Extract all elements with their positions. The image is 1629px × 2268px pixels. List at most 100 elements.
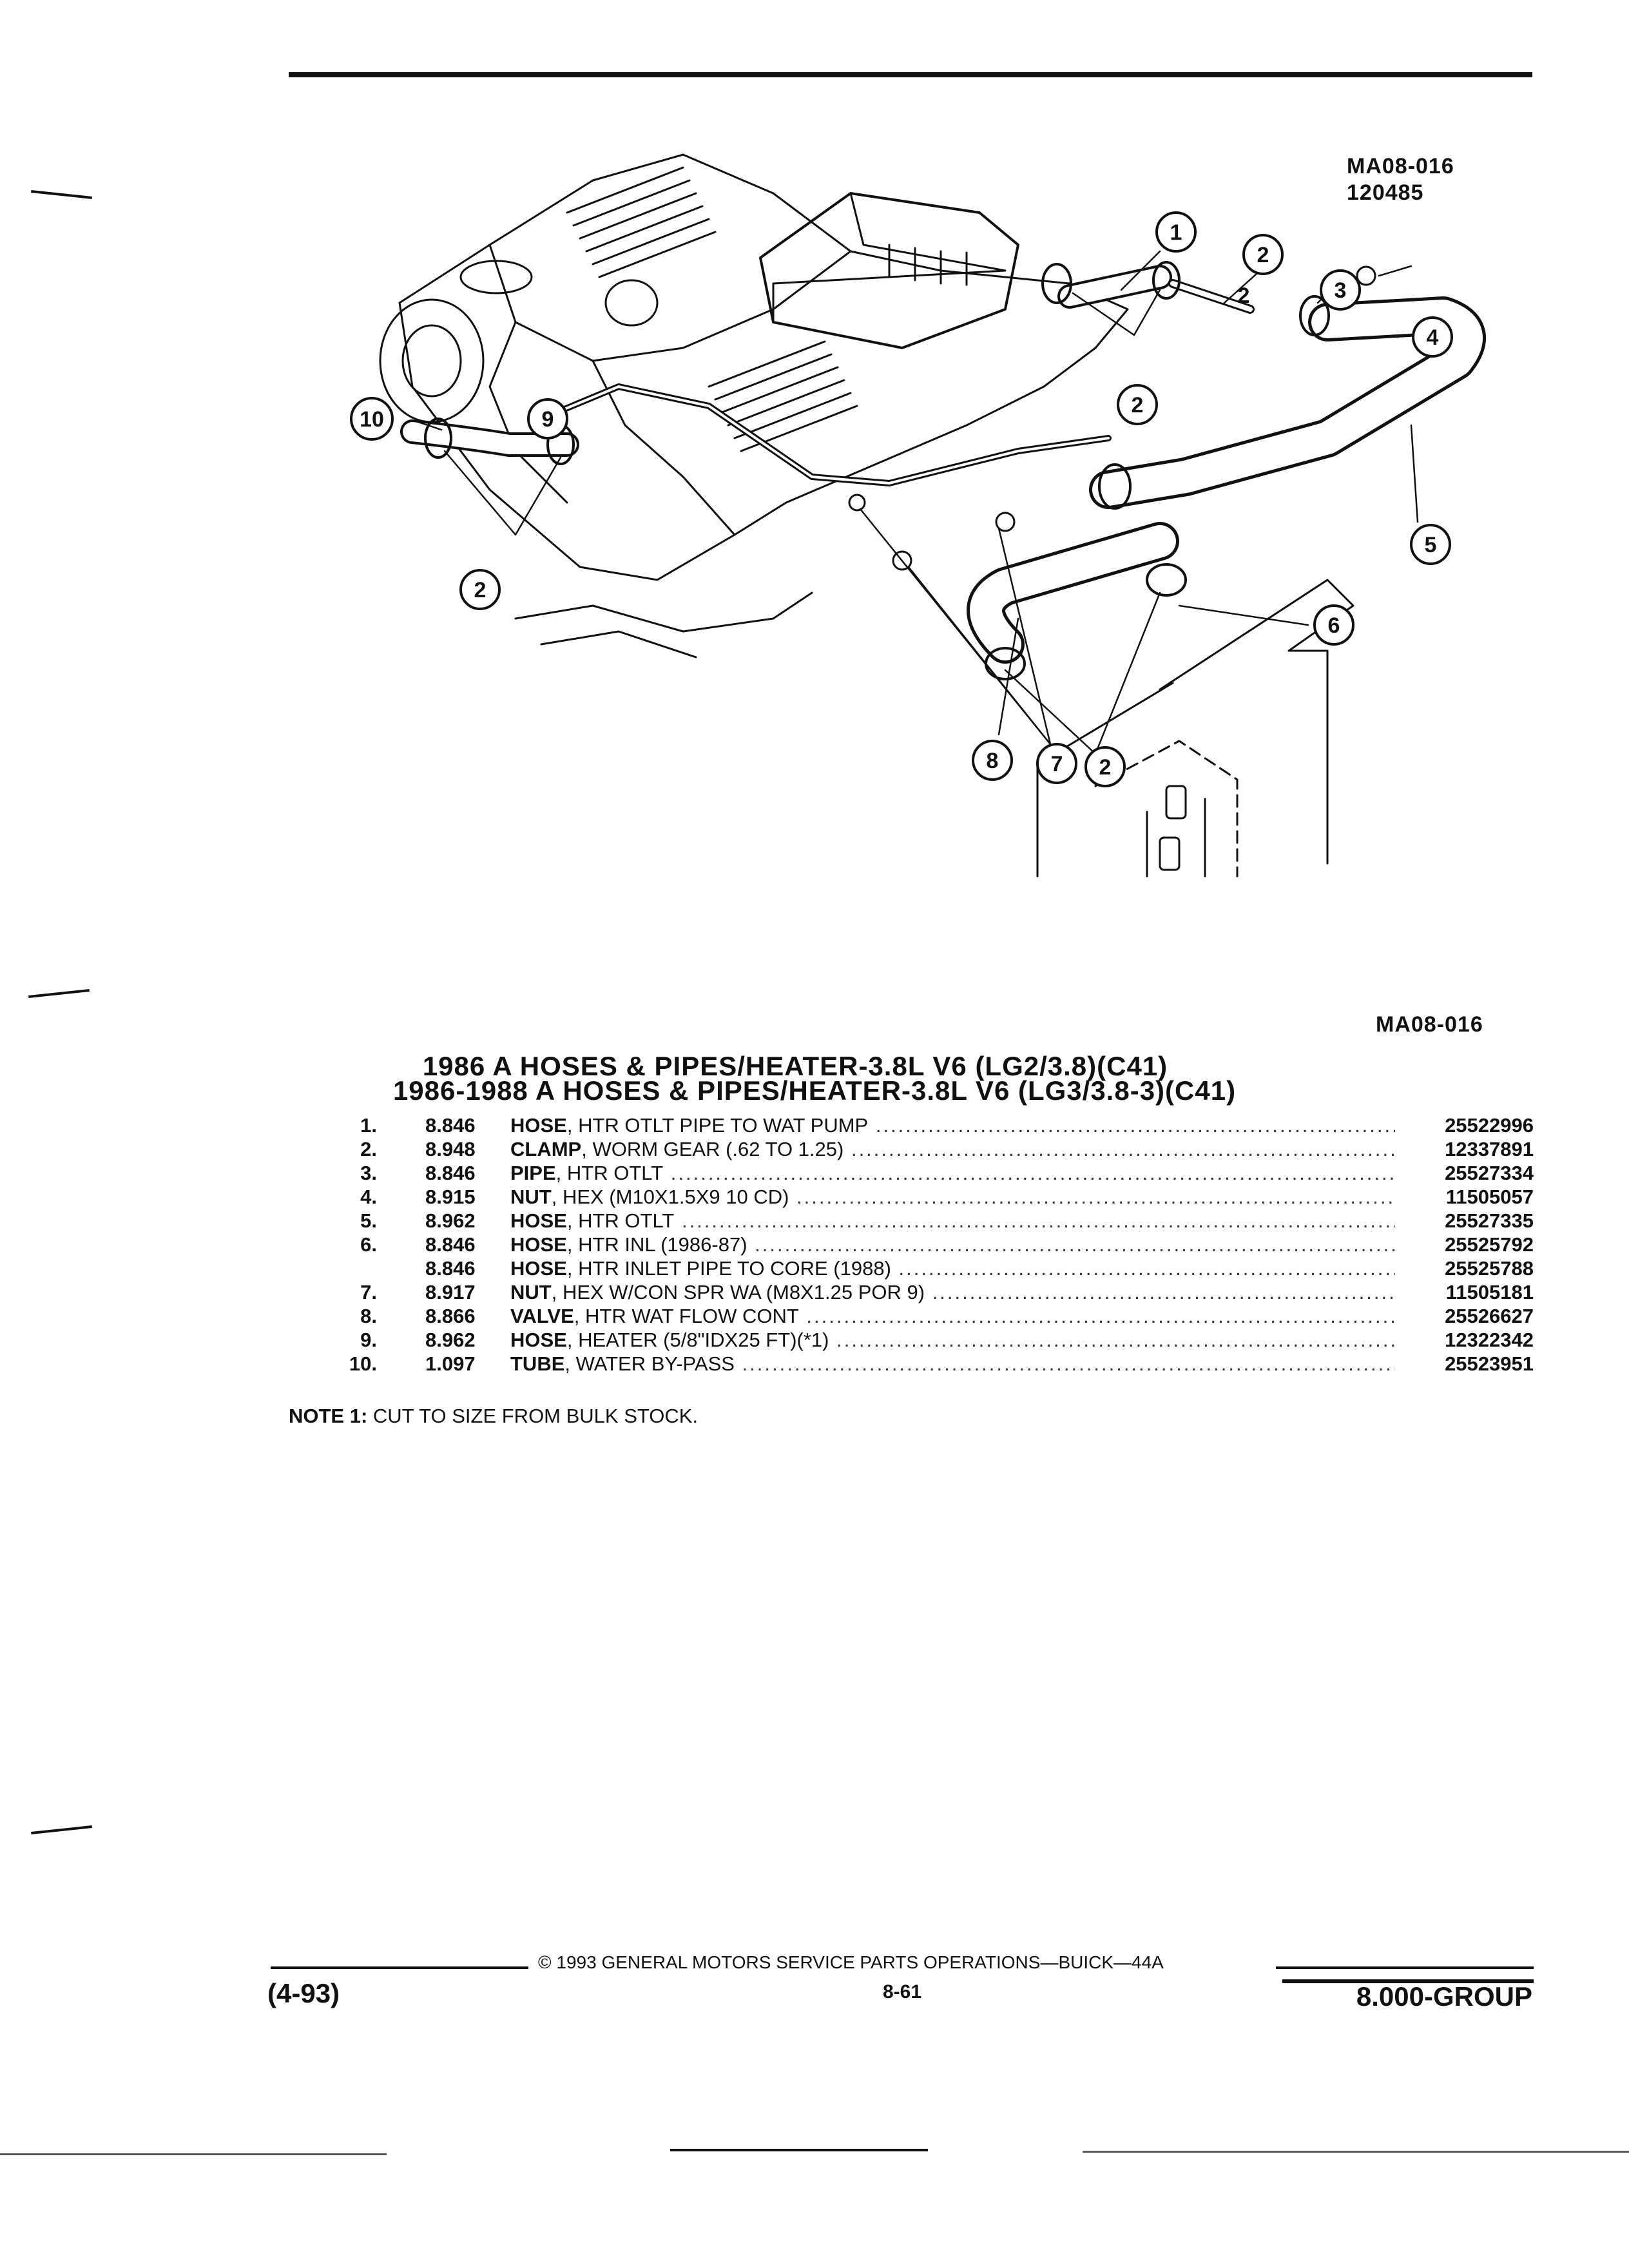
parts-row: 9. 8.962 HOSE, HEATER (5/8"IDX25 FT)(*1) .… xyxy=(309,1328,1534,1352)
part-description: HOSE, HEATER (5/8"IDX25 FT)(*1) ........… xyxy=(510,1328,1534,1352)
svg-text:8: 8 xyxy=(987,749,999,773)
part-detail: , WATER BY-PASS xyxy=(564,1352,735,1375)
scan-rule xyxy=(670,2149,928,2151)
section-title-2: 1986-1988 A HOSES & PIPES/HEATER-3.8L V6… xyxy=(392,1075,1237,1106)
part-name: NUT xyxy=(510,1186,552,1208)
part-name: VALVE xyxy=(510,1305,574,1327)
svg-text:2: 2 xyxy=(1132,393,1144,418)
section-title-1: 1986 A HOSES & PIPES/HEATER-3.8L V6 (LG2… xyxy=(422,1051,1168,1081)
top-rule xyxy=(289,72,1532,77)
part-name: PIPE xyxy=(510,1162,556,1184)
figure-date-code: 120485 xyxy=(1347,180,1424,205)
svg-text:1: 1 xyxy=(1170,220,1182,245)
nuts xyxy=(848,265,1376,571)
svg-text:2: 2 xyxy=(1238,284,1250,308)
group-number: 1.097 xyxy=(425,1352,476,1375)
part-description: HOSE, HTR OTLT PIPE TO WAT PUMP ........… xyxy=(510,1113,1534,1137)
part-detail: , HTR OTLT xyxy=(555,1162,664,1184)
svg-text:9: 9 xyxy=(542,407,554,432)
figure-code-top: MA08-016 120485 xyxy=(1347,153,1454,206)
part-name: TUBE xyxy=(510,1352,565,1375)
callout-3: 2 xyxy=(1242,234,1284,275)
part-number: 25525792 xyxy=(1395,1233,1534,1256)
callout-2d: 2 xyxy=(1084,746,1126,787)
callout-1: 1 xyxy=(1155,211,1197,253)
part-description: NUT, HEX W/CON SPR WA (M8X1.25 POR 9) ..… xyxy=(510,1280,1534,1304)
footer-rule-right-lower xyxy=(1282,1979,1534,1983)
group-number: 8.962 xyxy=(425,1209,476,1232)
part-number: 11505057 xyxy=(1395,1185,1534,1209)
part-description: CLAMP, WORM GEAR (.62 TO 1.25) .........… xyxy=(510,1137,1534,1161)
group-number: 8.866 xyxy=(425,1305,476,1327)
part-name: CLAMP xyxy=(510,1138,582,1160)
leader-lines xyxy=(411,250,1419,755)
figure-code-bottom: MA08-016 xyxy=(1376,1012,1483,1037)
callout-2: 3 xyxy=(1320,269,1361,311)
part-description: PIPE, HTR OTLT .........................… xyxy=(510,1161,1534,1185)
callout-9: 9 xyxy=(527,398,568,439)
group-number: 8.846 xyxy=(425,1162,476,1184)
part-name: HOSE xyxy=(510,1257,567,1280)
svg-text:4: 4 xyxy=(1427,325,1439,350)
part-number: 25527335 xyxy=(1395,1209,1534,1233)
parts-list: 1. 8.846 HOSE, HTR OTLT PIPE TO WAT PUMP .… xyxy=(309,1113,1534,1376)
part-number: 11505181 xyxy=(1395,1280,1534,1304)
svg-text:6: 6 xyxy=(1328,613,1340,638)
svg-text:3: 3 xyxy=(1335,278,1347,303)
page-number: 8-61 xyxy=(883,1981,922,2003)
scan-rule xyxy=(0,2153,387,2155)
part-number: 25522996 xyxy=(1395,1113,1534,1137)
line-number: 1. xyxy=(360,1114,377,1137)
svg-text:2: 2 xyxy=(1099,755,1112,780)
engine-outline xyxy=(398,153,1129,581)
part-detail: , HTR INLET PIPE TO CORE (1988) xyxy=(566,1257,891,1280)
line-number: 4. xyxy=(360,1186,377,1208)
parts-row: 3. 8.846 PIPE, HTR OTLT ..................… xyxy=(309,1161,1534,1185)
group-number: 8.962 xyxy=(425,1329,476,1351)
note-label: NOTE 1: xyxy=(289,1405,368,1427)
callout-10: 10 xyxy=(350,397,394,441)
group-label: 8.000-GROUP xyxy=(1356,1981,1532,2012)
line-number: 7. xyxy=(360,1281,377,1303)
svg-text:7: 7 xyxy=(1051,752,1063,776)
part-description: TUBE, WATER BY-PASS ....................… xyxy=(510,1352,1534,1376)
exploded-parts-diagram: 1 2 3 4 2 10 9 2 5 6 8 7 2 2 xyxy=(350,153,1486,878)
callouts: 1 2 3 4 2 10 9 2 5 6 8 7 2 2 xyxy=(350,211,1453,787)
part-description: VALVE, HTR WAT FLOW CONT ...............… xyxy=(510,1304,1534,1328)
copyright: © 1993 GENERAL MOTORS SERVICE PARTS OPER… xyxy=(538,1952,1164,1972)
part-description: HOSE, HTR INLET PIPE TO CORE (1988) ....… xyxy=(510,1256,1534,1280)
part-number: 25523951 xyxy=(1395,1352,1534,1376)
part-detail: , HTR OTLT xyxy=(566,1209,675,1232)
part-name: HOSE xyxy=(510,1329,567,1351)
part-description: HOSE, HTR OTLT .........................… xyxy=(510,1209,1534,1233)
part-number: 25526627 xyxy=(1395,1304,1534,1328)
dot-leader: ........................................… xyxy=(670,1162,1534,1184)
line-number: 9. xyxy=(360,1329,377,1351)
callout-2e: 2 xyxy=(1238,284,1250,308)
svg-text:5: 5 xyxy=(1425,533,1437,557)
heater-hose-1 xyxy=(670,226,773,264)
callout-4: 4 xyxy=(1412,316,1453,358)
part-description: HOSE, HTR INL (1986-87) ................… xyxy=(510,1233,1534,1256)
heater-pipe xyxy=(538,383,1112,486)
callout-7: 7 xyxy=(1036,743,1077,784)
group-number: 8.948 xyxy=(425,1138,476,1160)
line-number: 3. xyxy=(360,1162,377,1184)
line-number: 8. xyxy=(360,1305,377,1327)
margin-mark xyxy=(31,1825,92,1834)
svg-text:2: 2 xyxy=(1257,243,1269,267)
part-detail: , HTR INL (1986-87) xyxy=(566,1233,747,1256)
footer-rule-left xyxy=(271,1966,528,1969)
callout-8: 8 xyxy=(972,740,1013,781)
part-number: 25527334 xyxy=(1395,1161,1534,1185)
group-number: 8.846 xyxy=(425,1233,476,1256)
part-name: NUT xyxy=(510,1281,552,1303)
engine-module-box xyxy=(759,192,1019,349)
svg-text:2: 2 xyxy=(474,578,487,602)
